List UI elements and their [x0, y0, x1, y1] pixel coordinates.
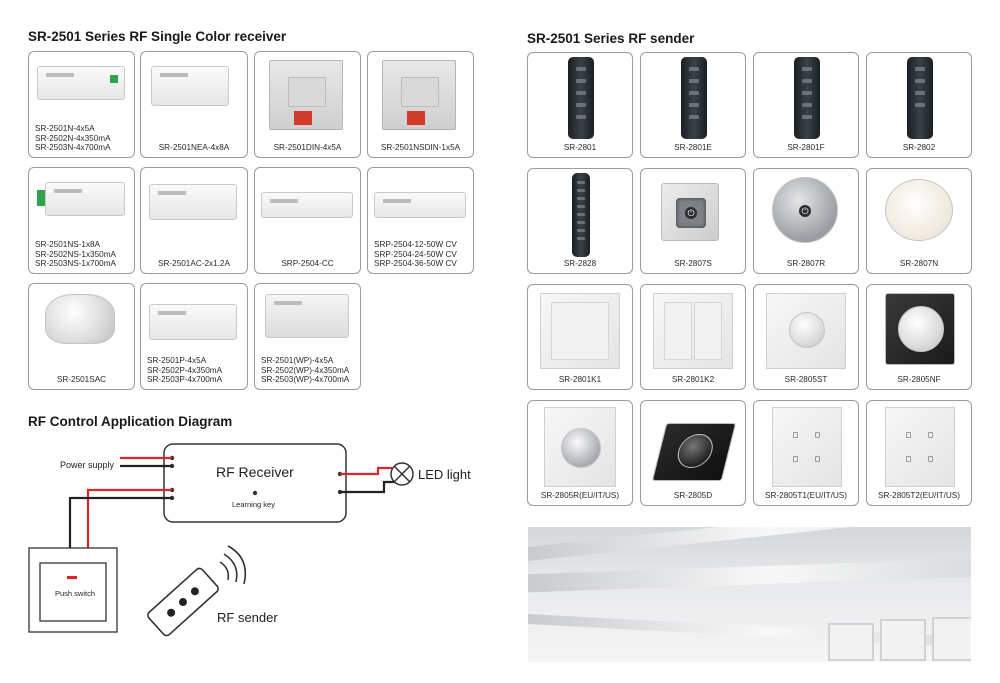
product-label: SR-2801E — [674, 143, 712, 153]
product-card-receiver[interactable]: SR-2501SAC — [28, 283, 135, 390]
product-label: SR-2805T2(EU/IT/US) — [878, 491, 960, 501]
receiver-module-image — [37, 66, 125, 100]
product-label: SR-2501NEA-4x8A — [158, 143, 230, 153]
round-panel-image — [885, 179, 953, 241]
product-label: SR-2501(WP)-4x5A SR-2502(WP)-4x350mA SR-… — [261, 356, 350, 385]
product-label: SR-2801K1 — [558, 375, 602, 385]
product-card-sender[interactable]: SR-2807N — [866, 168, 972, 274]
product-label: SR-2805D — [673, 491, 713, 501]
push-switch-label: Push switch — [55, 589, 96, 598]
product-card-sender[interactable]: ⏻ SR-2807R — [753, 168, 859, 274]
product-label: SR-2805R(EU/IT/US) — [540, 491, 620, 501]
product-card-sender[interactable]: SR-2801 — [527, 52, 633, 158]
product-card-receiver[interactable]: SR-2501NSDIN-1x5A — [367, 51, 474, 158]
led-light-label: LED light — [418, 467, 471, 482]
product-card-sender[interactable]: SR-2801K1 — [527, 284, 633, 390]
remote-control-image — [681, 57, 707, 139]
glass-switch-image — [540, 293, 620, 369]
learning-key-label: Learning key — [232, 500, 275, 509]
product-label: SR-2501AC-2x1.2A — [158, 259, 230, 269]
power-icon: ⏻ — [799, 205, 811, 217]
product-card-sender[interactable]: SR-2801F — [753, 52, 859, 158]
din-rail-module-image — [269, 60, 343, 130]
din-rail-module-image — [382, 60, 456, 130]
terminal-block-icon — [37, 190, 47, 206]
remote-control-image — [907, 57, 933, 139]
product-label: SR-2805ST — [784, 375, 828, 385]
product-label: SR-2805NF — [897, 375, 941, 385]
desk-dimmer-image — [651, 423, 737, 481]
product-label: SR-2501NSDIN-1x5A — [380, 143, 461, 153]
receiver-section-title: SR-2501 Series RF Single Color receiver — [28, 29, 287, 44]
receiver-module-image — [151, 66, 229, 106]
glass-dimmer-image — [766, 293, 846, 369]
product-card-receiver[interactable]: SR-2501DIN-4x5A — [254, 51, 361, 158]
glass-switch-image — [653, 293, 733, 369]
product-label: SRP-2504-CC — [281, 259, 334, 269]
remote-control-image — [794, 57, 820, 139]
product-card-receiver[interactable]: SRP-2504-12-50W CV SRP-2504-24-50W CV SR… — [367, 167, 474, 274]
product-card-sender[interactable]: SR-2805T1(EU/IT/US) — [753, 400, 859, 506]
diagram-section-title: RF Control Application Diagram — [28, 414, 233, 429]
product-label: SR-2501N-4x5A SR-2502N-4x350mA SR-2503N-… — [35, 124, 111, 153]
product-label: SR-2807R — [786, 259, 826, 269]
product-card-sender[interactable]: SR-2801E — [640, 52, 746, 158]
diagram-wiring — [28, 443, 414, 637]
product-label: SR-2501DIN-4x5A — [273, 143, 342, 153]
receiver-module-image — [45, 182, 125, 216]
product-card-sender[interactable]: SR-2805R(EU/IT/US) — [527, 400, 633, 506]
product-card-sender[interactable]: SR-2801K2 — [640, 284, 746, 390]
product-card-sender[interactable]: SR-2805ST — [753, 284, 859, 390]
glass-touch-panel-image — [885, 407, 955, 487]
dimmer-frame-image — [885, 293, 955, 365]
wall-panel-image: ⏻ — [661, 183, 719, 241]
product-label: SR-2801F — [787, 143, 825, 153]
rf-receiver-label: RF Receiver — [216, 464, 294, 480]
sender-section-title: SR-2501 Series RF sender — [527, 31, 695, 46]
product-label: SR-2805T1(EU/IT/US) — [765, 491, 847, 501]
product-label: SR-2802 — [902, 143, 936, 153]
product-label: SR-2501P-4x5A SR-2502P-4x350mA SR-2503P-… — [147, 356, 223, 385]
product-label: SRP-2504-12-50W CV SRP-2504-24-50W CV SR… — [374, 240, 457, 269]
receiver-module-image — [374, 192, 466, 218]
receiver-module-image — [149, 184, 237, 220]
remote-control-image — [568, 57, 594, 139]
product-label: SR-2501SAC — [56, 375, 107, 385]
product-label: SR-2801 — [563, 143, 597, 153]
product-label: SR-2801K2 — [671, 375, 715, 385]
product-card-receiver[interactable]: SR-2501N-4x5A SR-2502N-4x350mA SR-2503N-… — [28, 51, 135, 158]
glass-rotary-image — [544, 407, 616, 487]
receiver-module-image — [261, 192, 353, 218]
product-card-receiver[interactable]: SR-2501NS-1x8A SR-2502NS-1x350mA SR-2503… — [28, 167, 135, 274]
slim-remote-image — [572, 173, 590, 257]
product-card-receiver[interactable]: SR-2501(WP)-4x5A SR-2502(WP)-4x350mA SR-… — [254, 283, 361, 390]
product-label: SR-2828 — [563, 259, 597, 269]
product-label: SR-2807N — [899, 259, 939, 269]
waterproof-module-image — [265, 294, 349, 338]
product-card-receiver[interactable]: SR-2501NEA-4x8A — [140, 51, 248, 158]
product-card-receiver[interactable]: SRP-2504-CC — [254, 167, 361, 274]
product-card-sender[interactable]: SR-2802 — [866, 52, 972, 158]
product-card-sender[interactable]: SR-2805T2(EU/IT/US) — [866, 400, 972, 506]
product-card-sender[interactable]: ⏻ SR-2807S — [640, 168, 746, 274]
round-receiver-image — [45, 294, 115, 344]
product-card-sender[interactable]: SR-2805NF — [866, 284, 972, 390]
power-icon: ⏻ — [685, 207, 697, 219]
power-supply-label: Power supply — [60, 460, 115, 470]
product-card-sender[interactable]: SR-2805D — [640, 400, 746, 506]
product-card-sender[interactable]: SR-2828 — [527, 168, 633, 274]
receiver-module-image — [149, 304, 237, 340]
product-card-receiver[interactable]: SR-2501AC-2x1.2A — [140, 167, 248, 274]
product-label: SR-2501NS-1x8A SR-2502NS-1x350mA SR-2503… — [35, 240, 117, 269]
ceiling-lighting-photo — [528, 527, 971, 662]
rf-control-diagram: Power supply RF Receiver Learning key LE… — [0, 430, 500, 683]
glass-touch-panel-image — [772, 407, 842, 487]
product-label: SR-2807S — [674, 259, 712, 269]
product-card-receiver[interactable]: SR-2501P-4x5A SR-2502P-4x350mA SR-2503P-… — [140, 283, 248, 390]
rf-sender-label: RF sender — [217, 610, 278, 625]
